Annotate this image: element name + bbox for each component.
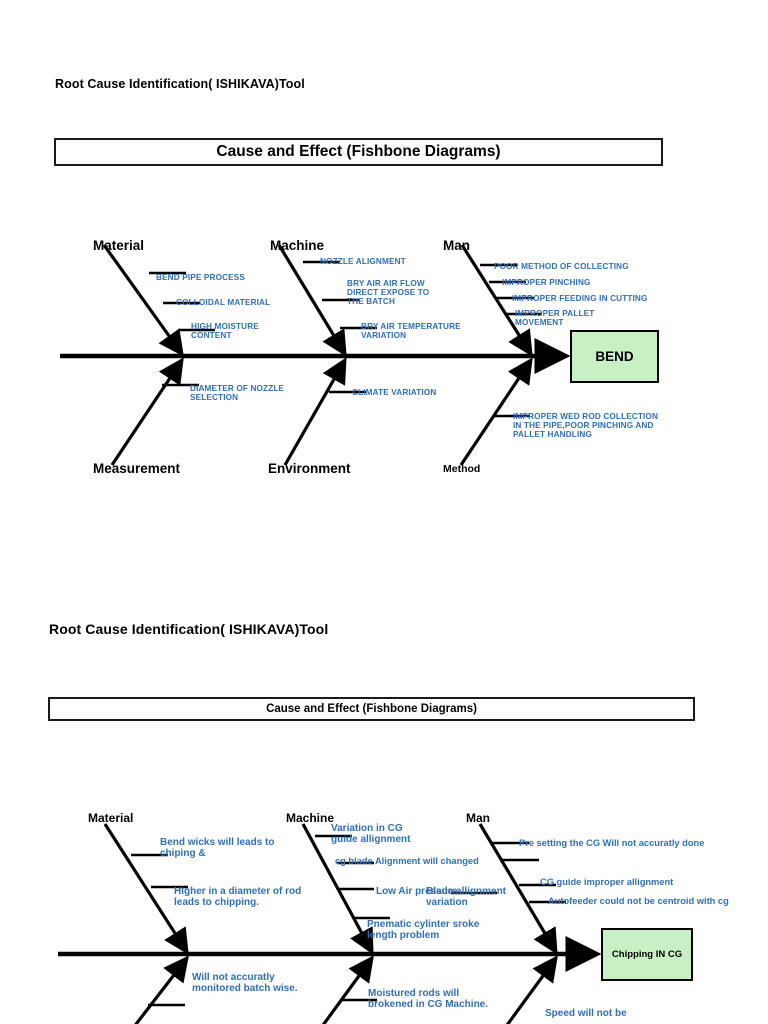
cause-man-2-1: Pre setting the CG Will not accuratly do… xyxy=(519,838,705,848)
branch-man-1 xyxy=(460,244,533,357)
effect-label-2: Chipping IN CG xyxy=(611,949,683,960)
cause-bottom-right-2-1: Speed will not be xyxy=(545,1008,627,1019)
branch-bottom-right-2 xyxy=(505,955,558,1024)
cause-material-1-2: COLLOIDAL MATERIAL xyxy=(176,298,271,307)
cause-machine-2-2: cg blade Alignment will changed xyxy=(335,856,479,866)
branch-bottom-left-2 xyxy=(134,955,189,1024)
cause-man-1-4: IMPROPER PALLET MOVEMENT xyxy=(515,309,595,328)
effect-label-1: BEND xyxy=(595,349,634,364)
diagram-2-title-box: Cause and Effect (Fishbone Diagrams) xyxy=(48,697,695,721)
branch-material-2 xyxy=(103,823,189,955)
cause-machine-2-3: Low Air pressure xyxy=(376,886,458,897)
category-environment-1: Environment xyxy=(268,461,351,476)
branch-material-1 xyxy=(102,244,184,357)
branch-environment-1 xyxy=(283,357,347,466)
cause-man-2-3: Autofeeder could not be centroid with cg xyxy=(548,896,729,906)
cause-man-1-2: IMPROPER PINCHING xyxy=(502,278,591,287)
fishbone-diagram-2 xyxy=(58,823,602,1024)
diagram-2-title: Cause and Effect (Fishbone Diagrams) xyxy=(266,703,477,715)
page-title-2: Root Cause Identification( ISHIKAVA)Tool xyxy=(49,621,329,637)
cause-material-1-1: BEND PIPE PROCESS xyxy=(156,273,245,282)
effect-box-1: BEND xyxy=(570,330,659,383)
category-method-1: Method xyxy=(443,463,481,475)
branch-method-1 xyxy=(459,357,533,466)
cause-material-2-1: Bend wicks will leads to chiping & xyxy=(160,837,275,860)
branch-bottom-mid-2 xyxy=(321,955,374,1024)
category-measurement-1: Measurement xyxy=(93,461,181,476)
page-title-1: Root Cause Identification( ISHIKAVA)Tool xyxy=(55,77,305,91)
cause-bottom-left-2-1: Will not accuratly monitored batch wise. xyxy=(192,972,298,995)
cause-machine-2-5: Pnematic cylinter sroke length problem xyxy=(367,919,480,942)
cause-bottom-mid-2-1: Moistured rods will brokened in CG Machi… xyxy=(368,988,489,1011)
diagram-1-title: Cause and Effect (Fishbone Diagrams) xyxy=(216,143,501,160)
branch-machine-1 xyxy=(277,244,347,357)
category-man-2: Man xyxy=(466,811,490,825)
fishbone-diagram-1 xyxy=(60,244,571,466)
cause-machine-1-3: BRY AIR TEMPERATURE VARIATION xyxy=(361,322,461,341)
branch-man-2 xyxy=(478,823,558,955)
cause-method-1-1: IMPROPER WED ROD COLLECTION IN THE PIPE,… xyxy=(513,412,659,440)
category-machine-1: Machine xyxy=(270,238,325,253)
cause-machine-1-2: BRY AIR AIR FLOW DIRECT EXPOSE TO THE BA… xyxy=(347,279,430,307)
category-material-2: Material xyxy=(88,811,134,825)
category-material-1: Material xyxy=(93,238,145,253)
cause-man-2-2: CG guide improper allignment xyxy=(540,877,674,887)
cause-machine-1-1: NOZZLE ALIGNMENT xyxy=(320,257,406,266)
cause-machine-2-1: Variation in CG guide allignment xyxy=(331,823,411,846)
diagram-1-title-box: Cause and Effect (Fishbone Diagrams) xyxy=(54,138,663,166)
cause-man-1-1: POOR METHOD OF COLLECTING xyxy=(494,262,629,271)
cause-measurement-1-1: DIAMETER OF NOZZLE SELECTION xyxy=(190,384,285,403)
effect-box-2: Chipping IN CG xyxy=(601,928,693,981)
cause-material-2-2: Higher in a diameter of rod leads to chi… xyxy=(174,886,302,909)
category-man-1: Man xyxy=(443,238,470,253)
branch-measurement-1 xyxy=(110,357,184,466)
cause-environment-1-1: CLIMATE VARIATION xyxy=(352,388,437,397)
category-machine-2: Machine xyxy=(286,811,335,825)
cause-man-1-3: IMPROPER FEEDING IN CUTTING xyxy=(512,294,648,303)
cause-machine-2-4: Blade allignment variation xyxy=(426,886,507,909)
cause-material-1-3: HIGH MOISTURE CONTENT xyxy=(191,322,259,341)
